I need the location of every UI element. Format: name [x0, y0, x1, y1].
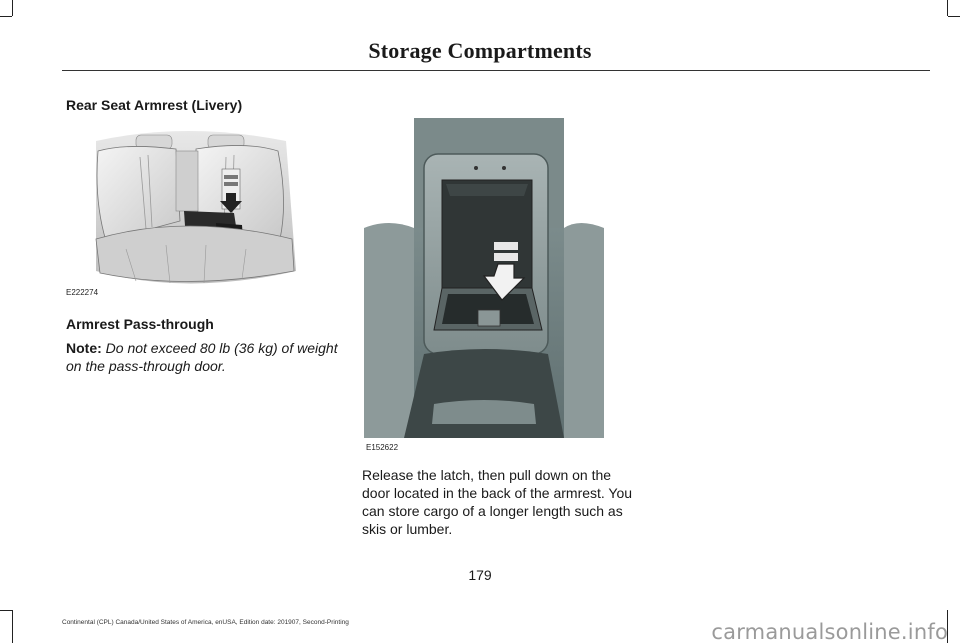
crop-mark — [947, 610, 948, 643]
crop-mark — [947, 0, 948, 16]
note-paragraph: Note: Do not exceed 80 lb (36 kg) of wei… — [66, 339, 346, 375]
crop-mark — [0, 610, 12, 611]
crop-mark — [948, 16, 960, 17]
page-title: Storage Compartments — [368, 38, 592, 63]
page-number: 179 — [468, 567, 492, 583]
note-label: Note: — [66, 340, 102, 356]
section-heading-passthrough: Armrest Pass-through — [66, 316, 214, 332]
rear-seat-illustration — [66, 121, 306, 301]
armrest-passthrough-illustration — [364, 118, 604, 438]
figure-code-armrest: E152622 — [366, 443, 399, 452]
crop-mark — [12, 610, 13, 643]
crop-mark — [12, 0, 13, 16]
section-heading-armrest: Rear Seat Armrest (Livery) — [66, 97, 243, 113]
watermark: carmanualsonline.info — [711, 620, 948, 644]
figure-code-seat: E222274 — [66, 288, 99, 297]
release-instructions: Release the latch, then pull down on the… — [362, 467, 633, 537]
header-rule — [62, 70, 930, 71]
note-text: Do not exceed 80 lb (36 kg) of weight on… — [66, 340, 338, 374]
edition-footer: Continental (CPL) Canada/United States o… — [62, 619, 349, 626]
crop-mark — [0, 16, 12, 17]
